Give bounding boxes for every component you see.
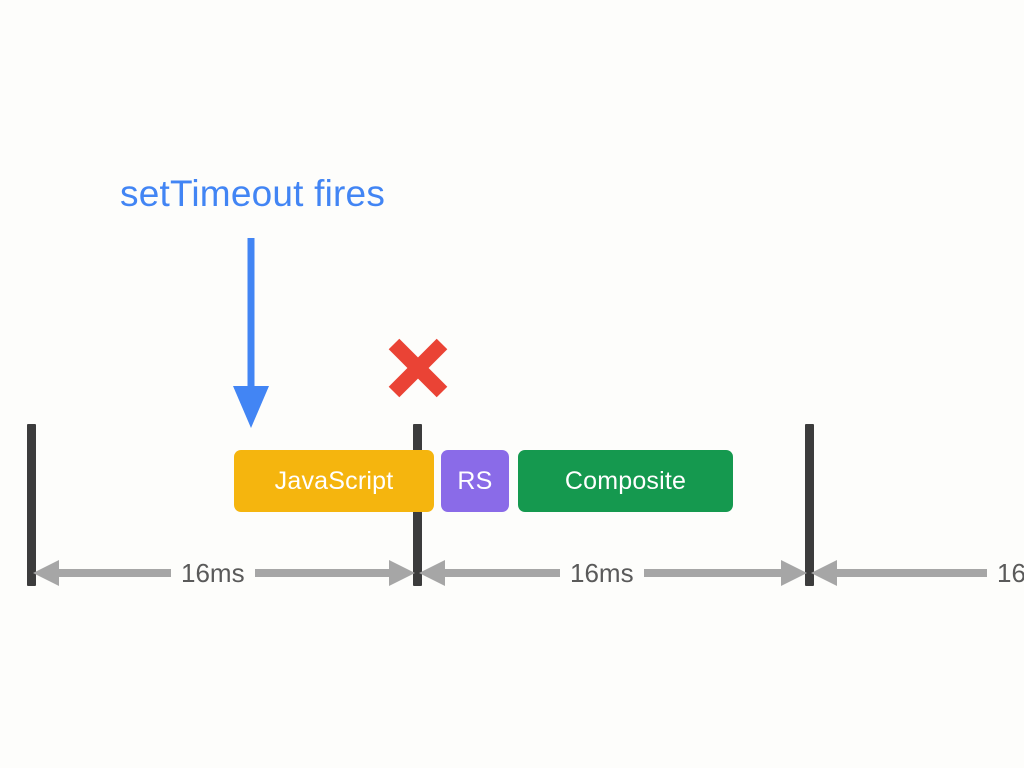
settimeout-annotation-label: setTimeout fires (120, 173, 386, 214)
activity-block-recalc-style[interactable]: RS (441, 450, 509, 512)
red-cross-icon (384, 334, 452, 402)
duration-measure-label: 16 (987, 556, 1024, 590)
duration-measure-label: 16ms (171, 556, 255, 590)
frame-boundary-tick (805, 424, 814, 586)
activity-block-label: RS (457, 466, 493, 495)
duration-measure: 16ms (417, 556, 809, 590)
duration-measure: 16ms (31, 556, 417, 590)
duration-measure-label: 16ms (560, 556, 644, 590)
activity-block-label: Composite (564, 466, 687, 495)
duration-measure: 16 (809, 556, 1024, 590)
down-arrow-icon (228, 236, 274, 430)
activity-block-javascript[interactable]: JavaScript (234, 450, 434, 512)
activity-block-composite[interactable]: Composite (518, 450, 733, 512)
frame-boundary-tick (27, 424, 36, 586)
activity-block-label: JavaScript (274, 466, 394, 495)
